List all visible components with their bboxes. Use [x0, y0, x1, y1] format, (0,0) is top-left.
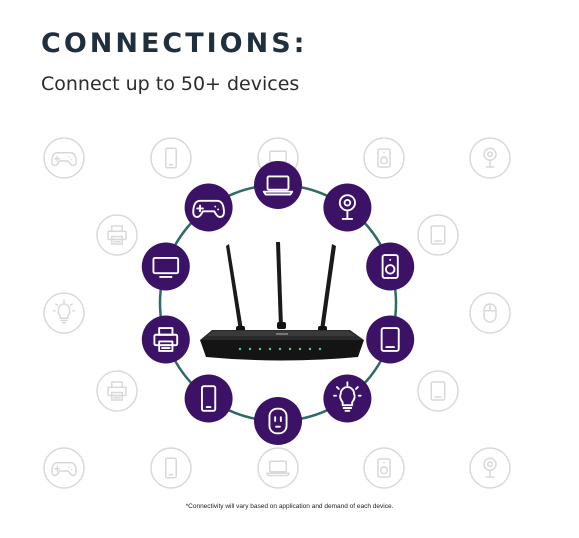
background-gamepad-icon: [43, 137, 85, 179]
page-subtitle: Connect up to 50+ devices: [41, 73, 300, 95]
background-bulb-icon: [43, 292, 85, 334]
background-camera-icon: [469, 137, 511, 179]
device-speaker-icon: [366, 242, 415, 291]
background-gamepad-icon: [43, 447, 85, 489]
background-tablet-icon: [417, 370, 459, 412]
device-tablet-icon: [366, 315, 415, 364]
background-device-icons: [43, 137, 511, 489]
device-printer-icon: [141, 315, 190, 364]
background-phone-icon: [150, 447, 192, 489]
background-speaker-icon: [363, 137, 405, 179]
background-mouse-icon: [469, 292, 511, 334]
router-image: [200, 242, 364, 361]
background-laptop-icon: [257, 447, 299, 489]
device-laptop-icon: [254, 161, 302, 209]
background-tablet-icon: [417, 214, 459, 256]
device-plug-icon: [254, 397, 302, 445]
background-phone-icon: [150, 137, 192, 179]
page-title: CONNECTIONS:: [41, 28, 308, 59]
background-printer-icon: [96, 370, 138, 412]
footnote: *Connectivity will vary based on applica…: [185, 503, 394, 510]
background-printer-icon: [96, 214, 138, 256]
device-camera-icon: [323, 183, 372, 232]
background-speaker-icon: [363, 447, 405, 489]
device-tv-icon: [141, 242, 190, 291]
device-gamepad-icon: [184, 183, 233, 232]
device-bulb-icon: [323, 374, 372, 423]
background-camera-icon: [469, 447, 511, 489]
device-phone-icon: [184, 374, 233, 423]
connected-devices: [141, 161, 415, 445]
